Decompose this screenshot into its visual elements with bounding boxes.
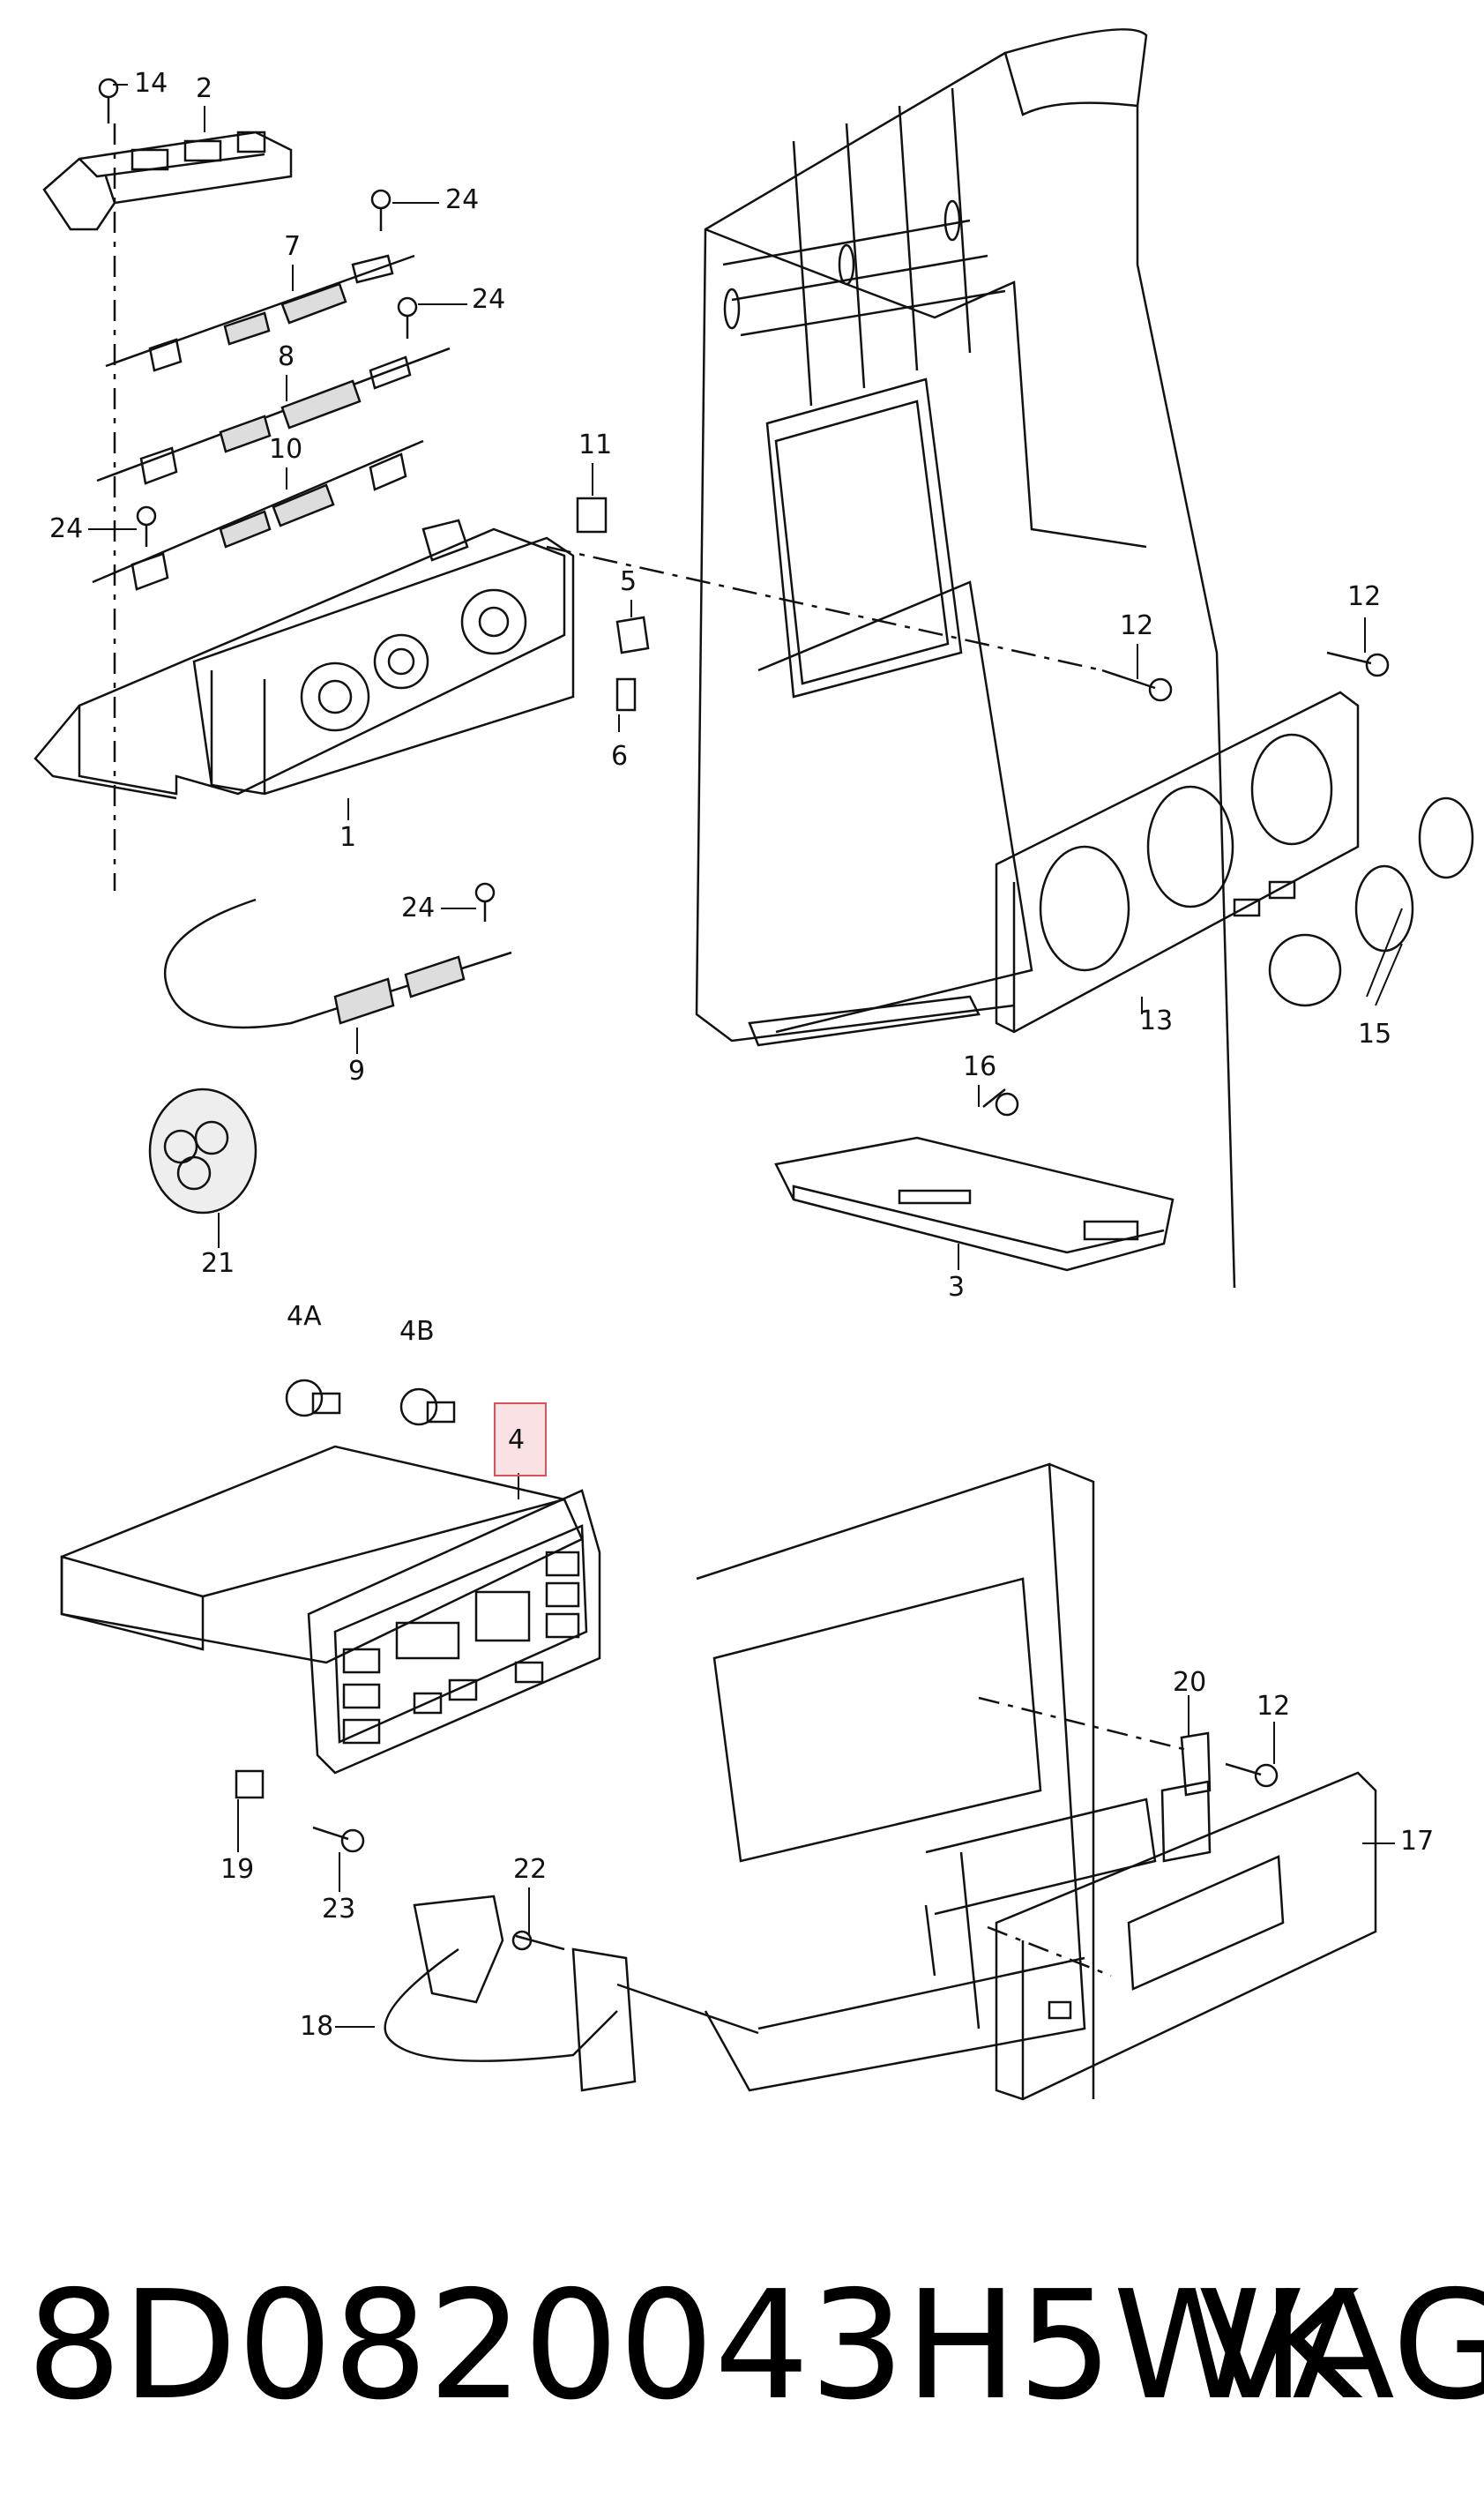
highlight-box-part-4 <box>494 1402 547 1476</box>
part-13-front-panel <box>995 691 1360 1034</box>
part-17-cover-panel <box>995 1771 1377 2101</box>
part-21-grommet <box>148 1088 257 1215</box>
callout-10[interactable]: 10 <box>269 434 303 465</box>
callout-15[interactable]: 15 <box>1358 1019 1392 1050</box>
brand-text: VAG <box>1199 2259 1484 2433</box>
callout-11[interactable]: 11 <box>578 430 613 460</box>
cable-7 <box>105 254 415 372</box>
bulb-4B <box>399 1387 456 1426</box>
part-19-clip <box>235 1769 265 1799</box>
callout-9[interactable]: 9 <box>348 1056 366 1087</box>
callout-2[interactable]: 2 <box>196 73 213 104</box>
part-number-text: 8D0820043H5WK <box>26 2259 1360 2433</box>
callout-17[interactable]: 17 <box>1400 1826 1435 1857</box>
callout-22[interactable]: 22 <box>513 1854 548 1885</box>
cable-9 <box>163 898 512 1029</box>
callout-4A[interactable]: 4A <box>287 1301 322 1332</box>
assembly-line-lower <box>978 1696 1191 1753</box>
callout-23[interactable]: 23 <box>322 1894 356 1925</box>
screw-16 <box>982 1088 1006 1108</box>
part-15-knobs <box>1268 796 1474 1007</box>
callout-5[interactable]: 5 <box>620 566 638 597</box>
screw-24-c <box>136 505 157 547</box>
bulb-4A <box>285 1379 341 1417</box>
callout-24-c[interactable]: 24 <box>49 513 84 544</box>
callout-14[interactable]: 14 <box>134 68 168 99</box>
part-20-bracket-plate <box>1160 1780 1212 1863</box>
screw-12-a <box>1101 669 1173 702</box>
callout-1[interactable]: 1 <box>339 822 357 853</box>
screw-24-b <box>397 296 418 339</box>
part-20-bracket <box>1180 1731 1212 1797</box>
dashboard-lower-outline <box>696 1462 1157 2099</box>
part-11-clip <box>576 497 608 534</box>
callout-12-b[interactable]: 12 <box>1347 581 1382 612</box>
part-5-holder <box>615 616 650 654</box>
part-18-wiring-harness <box>384 1895 759 2092</box>
callout-3[interactable]: 3 <box>948 1272 966 1303</box>
cable-8 <box>96 347 451 485</box>
callout-24-a[interactable]: 24 <box>445 184 480 215</box>
screw-14 <box>98 78 119 123</box>
callout-7[interactable]: 7 <box>284 231 302 262</box>
part-2-bracket <box>42 131 293 231</box>
screw-12-c <box>1225 1762 1279 1788</box>
callout-21[interactable]: 21 <box>201 1248 235 1279</box>
caption: 8D0820043H5WK VAG <box>0 2258 1484 2434</box>
part-1-control-housing <box>34 519 575 800</box>
part-3-switch-strip <box>774 1136 1175 1272</box>
callout-18[interactable]: 18 <box>300 2011 334 2042</box>
leader-lines <box>88 84 1403 2028</box>
dashboard-upper-outline <box>695 28 1236 1289</box>
callout-24-b[interactable]: 24 <box>472 284 506 315</box>
callout-8[interactable]: 8 <box>278 341 295 372</box>
callout-6[interactable]: 6 <box>611 741 629 772</box>
callout-24-d[interactable]: 24 <box>401 893 436 923</box>
screw-24-d <box>474 882 496 922</box>
screw-23 <box>312 1826 365 1853</box>
exploded-parts-diagram <box>34 28 1474 2101</box>
screw-16-head <box>995 1092 1019 1117</box>
callout-16[interactable]: 16 <box>963 1051 997 1082</box>
callout-19[interactable]: 19 <box>220 1854 255 1885</box>
part-4-climate-control-unit <box>60 1445 601 1775</box>
callout-4B[interactable]: 4B <box>399 1316 435 1347</box>
cable-10 <box>92 439 424 591</box>
callout-13[interactable]: 13 <box>1139 1005 1174 1036</box>
part-6-bulb <box>615 677 637 712</box>
screw-22 <box>511 1930 565 1951</box>
callout-20[interactable]: 20 <box>1173 1667 1207 1698</box>
callout-12-c[interactable]: 12 <box>1257 1691 1291 1722</box>
screw-12-b <box>1326 651 1390 677</box>
callout-4[interactable]: 4 <box>508 1424 526 1455</box>
callout-12-a[interactable]: 12 <box>1120 610 1154 641</box>
screw-24-a <box>370 189 392 231</box>
